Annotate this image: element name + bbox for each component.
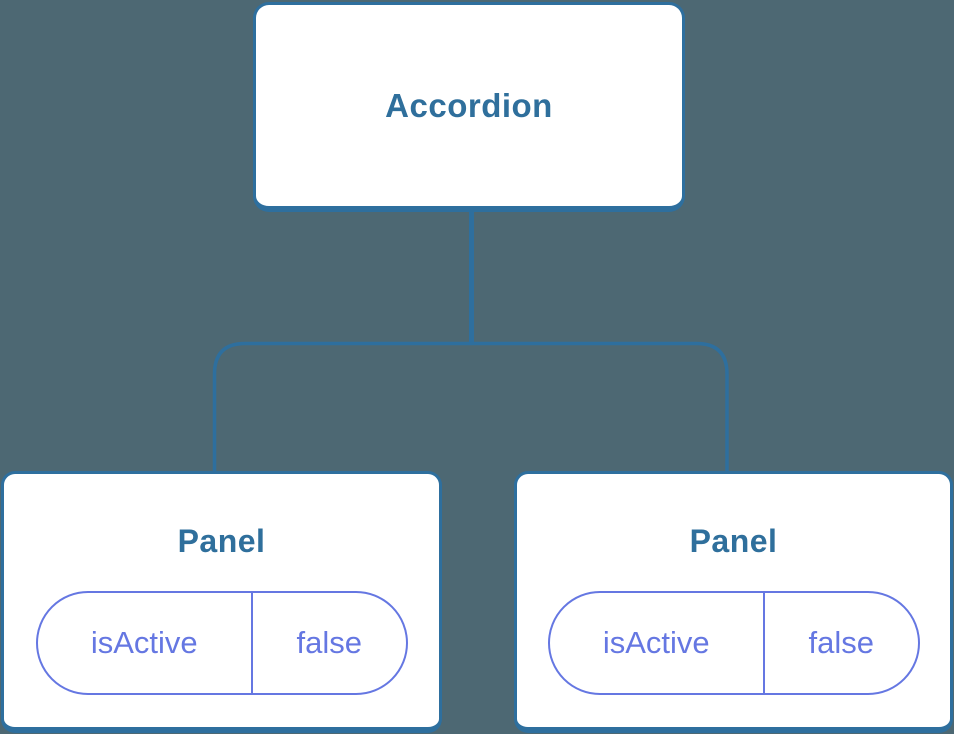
component-node-accordion: Accordion [253,2,685,212]
node-label: Panel [689,523,778,559]
connector-branch [212,341,729,471]
state-pill-divider [250,593,253,693]
state-pill: isActive false [547,591,920,695]
state-pill-divider [762,593,765,693]
state-value: false [296,625,362,660]
component-node-panel-right: Panel isActive false [514,471,953,733]
state-key: isActive [602,625,710,660]
node-label: Accordion [385,86,553,124]
state-key: isActive [90,625,198,660]
state-value: false [808,625,874,660]
node-label: Panel [177,523,266,559]
state-pill: isActive false [35,591,408,695]
component-node-panel-left: Panel isActive false [1,471,442,733]
